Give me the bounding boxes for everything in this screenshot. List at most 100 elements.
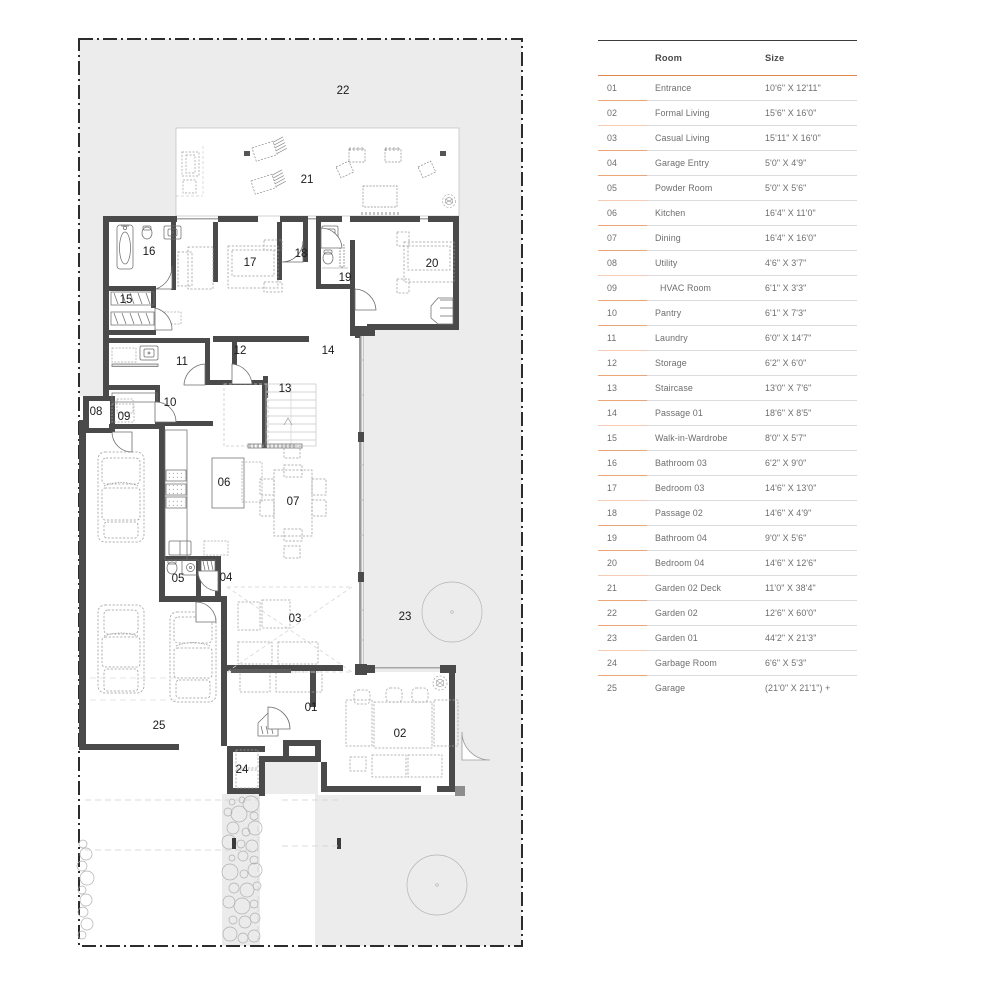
plan-room-label-13: 13 — [279, 383, 292, 395]
row-number: 12 — [598, 350, 647, 376]
row-room-name: Passage 02 — [647, 500, 759, 526]
plan-room-label-02: 02 — [394, 728, 407, 740]
hvac09 — [116, 398, 134, 414]
plan-room-label-07: 07 — [287, 496, 300, 508]
row-room-size: 14'6" X 12'6" — [759, 550, 857, 576]
row-room-size: 6'2" X 9'0" — [759, 450, 857, 476]
row-room-name: Garbage Room — [647, 650, 759, 676]
row-room-name: Laundry — [647, 325, 759, 351]
row-number: 23 — [598, 625, 647, 651]
row-number: 19 — [598, 525, 647, 551]
row-room-name: Staircase — [647, 375, 759, 401]
row-room-name: Garage — [655, 683, 686, 693]
tree-garden-23 — [421, 581, 483, 643]
plan-room-label-11: 11 — [176, 356, 188, 368]
plan-room-label-01: 01 — [305, 702, 318, 714]
row-room-size: 4'6" X 3'7" — [759, 250, 857, 276]
row-room-size: 11'0" X 38'4" — [759, 575, 857, 601]
bed17 — [227, 239, 283, 293]
plant-02 — [432, 675, 448, 691]
garbage24 — [235, 749, 259, 789]
row-room-size: 44'2" X 21'3" — [759, 625, 857, 651]
row-number: 16 — [598, 450, 647, 476]
row-number: 06 — [598, 200, 647, 226]
plan-room-label-12: 12 — [234, 345, 247, 357]
staircase13 — [265, 383, 317, 447]
plan-room-label-08: 08 — [90, 406, 103, 418]
row-room-name: Bedroom 04 — [647, 550, 759, 576]
plan-room-label-14: 14 — [322, 345, 335, 357]
header-room: Room — [647, 40, 759, 76]
pantry10 — [111, 392, 158, 423]
row-room-size: 10'6" X 12'11" — [759, 75, 857, 101]
row-number: 15 — [598, 425, 647, 451]
laundry11-fixtures — [111, 345, 159, 367]
row-number: 21 — [598, 575, 647, 601]
plan-room-label-22: 22 — [337, 85, 350, 97]
row-number: 22 — [598, 600, 647, 626]
plan-room-label-03: 03 — [289, 613, 302, 625]
legend-header-row: Room Size — [598, 40, 857, 76]
legend-header: Room Size — [598, 40, 857, 76]
site-boundary — [78, 38, 523, 947]
row-number: 01 — [598, 75, 647, 101]
row-room-name: Walk-in-Wardrobe — [647, 425, 759, 451]
plan-room-label-21: 21 — [301, 174, 314, 186]
row-room-name: Kitchen — [647, 200, 759, 226]
row-number: 02 — [598, 100, 647, 126]
row-room-name: Storage — [647, 350, 759, 376]
plan-room-label-24: 24 — [236, 764, 249, 776]
kitchen06 — [164, 429, 263, 561]
row-room-name: Powder Room — [647, 175, 759, 201]
row-room-name: Bathroom 03 — [647, 450, 759, 476]
planting — [76, 581, 483, 946]
plan-room-label-25: 25 — [153, 720, 166, 732]
plan-room-label-15: 15 — [120, 294, 133, 306]
row-room-size: 14'6" X 13'0" — [759, 475, 857, 501]
row-room-size: 6'6" X 5'3" — [759, 650, 857, 676]
row-room-name: Dining — [647, 225, 759, 251]
curtain-wall — [360, 359, 364, 641]
row-room-size: 15'11" X 16'0" — [759, 125, 857, 151]
row-number: 03 — [598, 125, 647, 151]
row-room-size: 18'6" X 8'5" — [759, 400, 857, 426]
row-number: 25 — [607, 683, 618, 693]
plan-room-label-20: 20 — [426, 258, 439, 270]
plan-room-label-10: 10 — [164, 397, 177, 409]
row-number: 07 — [598, 225, 647, 251]
row-room-size: 16'4" X 16'0" — [759, 225, 857, 251]
row-room-name: Bathroom 04 — [647, 525, 759, 551]
row-room-size: 12'6" X 60'0" — [759, 600, 857, 626]
tree-front — [406, 854, 468, 916]
plan-room-label-19: 19 — [339, 272, 352, 284]
row-number: 08 — [598, 250, 647, 276]
row-room-name: Garage Entry — [647, 150, 759, 176]
header-number — [598, 40, 647, 76]
bay-window-20 — [430, 297, 454, 325]
row-room-size: 6'1" X 7'3" — [759, 300, 857, 326]
plan-room-label-17: 17 — [244, 257, 257, 269]
door-swings — [111, 227, 491, 761]
bed20 — [396, 231, 455, 294]
row-number: 17 — [598, 475, 647, 501]
